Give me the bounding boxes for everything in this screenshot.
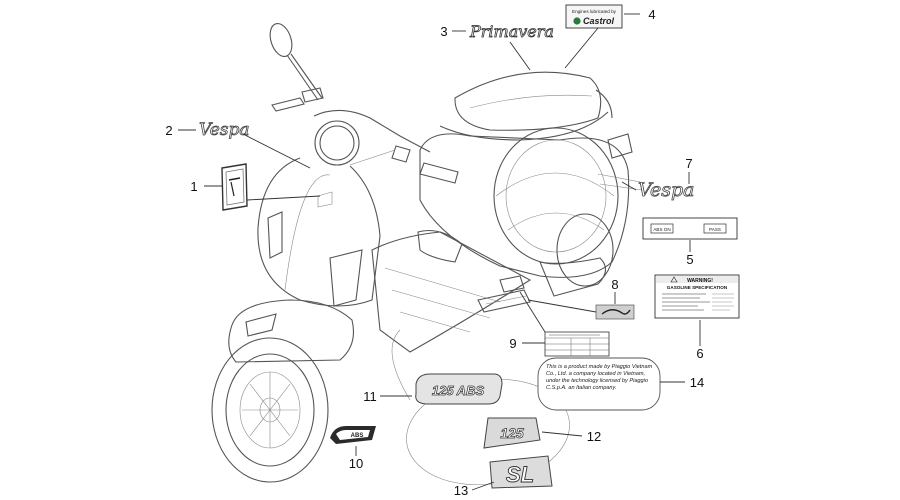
callout-numbers: 1 2 3 4 5 6 7 8 9 10 11 12 13 14 [165,7,704,498]
callout-9: 9 [509,336,516,351]
callout-1: 1 [190,179,197,194]
part-12-125-badge: 125 [483,417,541,449]
part-2-vespa-logo: Vespa [199,120,250,141]
callout-5: 5 [686,252,693,267]
badge-sl-text: SL [506,462,534,487]
scooter-illustration [211,22,643,483]
badge-125-text: 125 [500,425,524,441]
callout-11: 11 [363,389,377,404]
callout-2: 2 [165,123,172,138]
origin-sticker-text-box: This is a product made by Piaggio Vietna… [546,364,653,391]
castrol-top-text: Engines lubricated by [572,9,617,14]
part-13-sl-badge: SL [489,455,553,489]
vespa-logo-text: Vespa [638,179,694,201]
abs-pass-text: PASS [709,227,721,232]
part-7-vespa-logo: Vespa [638,179,695,202]
callout-7: 7 [685,156,692,171]
part-8-script-badge [595,304,635,320]
abs-small-text: ABS [351,433,364,439]
callout-3: 3 [440,24,447,39]
part-10-abs-badge: ABS [330,426,376,444]
origin-sticker-text: This is a product made by Piaggio Vietna… [546,364,653,391]
warning-title-text: WARNING! [687,278,713,284]
castrol-mark-icon [573,17,581,25]
gasoline-title-text: GASOLINE SPECIFICATION [667,285,728,290]
castrol-brand-text: Castrol [583,16,615,26]
callout-13: 13 [454,483,468,498]
callout-14: 14 [690,375,704,390]
part-11-125-abs-badge: 125 ABS [415,373,503,405]
callout-4: 4 [648,7,655,22]
part-4-castrol-label: Engines lubricated by Castrol [565,4,623,29]
part-14-origin-sticker: This is a product made by Piaggio Vietna… [537,357,661,411]
part-9-table-label [544,331,610,357]
callout-8: 8 [611,277,618,292]
callout-10: 10 [349,456,363,471]
part-1-front-badge [221,163,248,211]
vespa-logo-text: Vespa [199,120,250,140]
callout-6: 6 [696,346,703,361]
primavera-logo-text: Primavera [469,22,554,41]
warning-triangle-icon [670,276,678,283]
callout-12: 12 [587,429,601,444]
badge-125abs-text: 125 ABS [432,383,485,398]
abs-on-text: ABS ON [653,227,670,232]
part-3-primavera-logo: Primavera [469,22,555,42]
part-5-abs-label: ABS ON PASS [642,217,738,240]
part-6-gasoline-label: WARNING! GASOLINE SPECIFICATION [654,274,740,319]
leader-lines [178,13,701,491]
